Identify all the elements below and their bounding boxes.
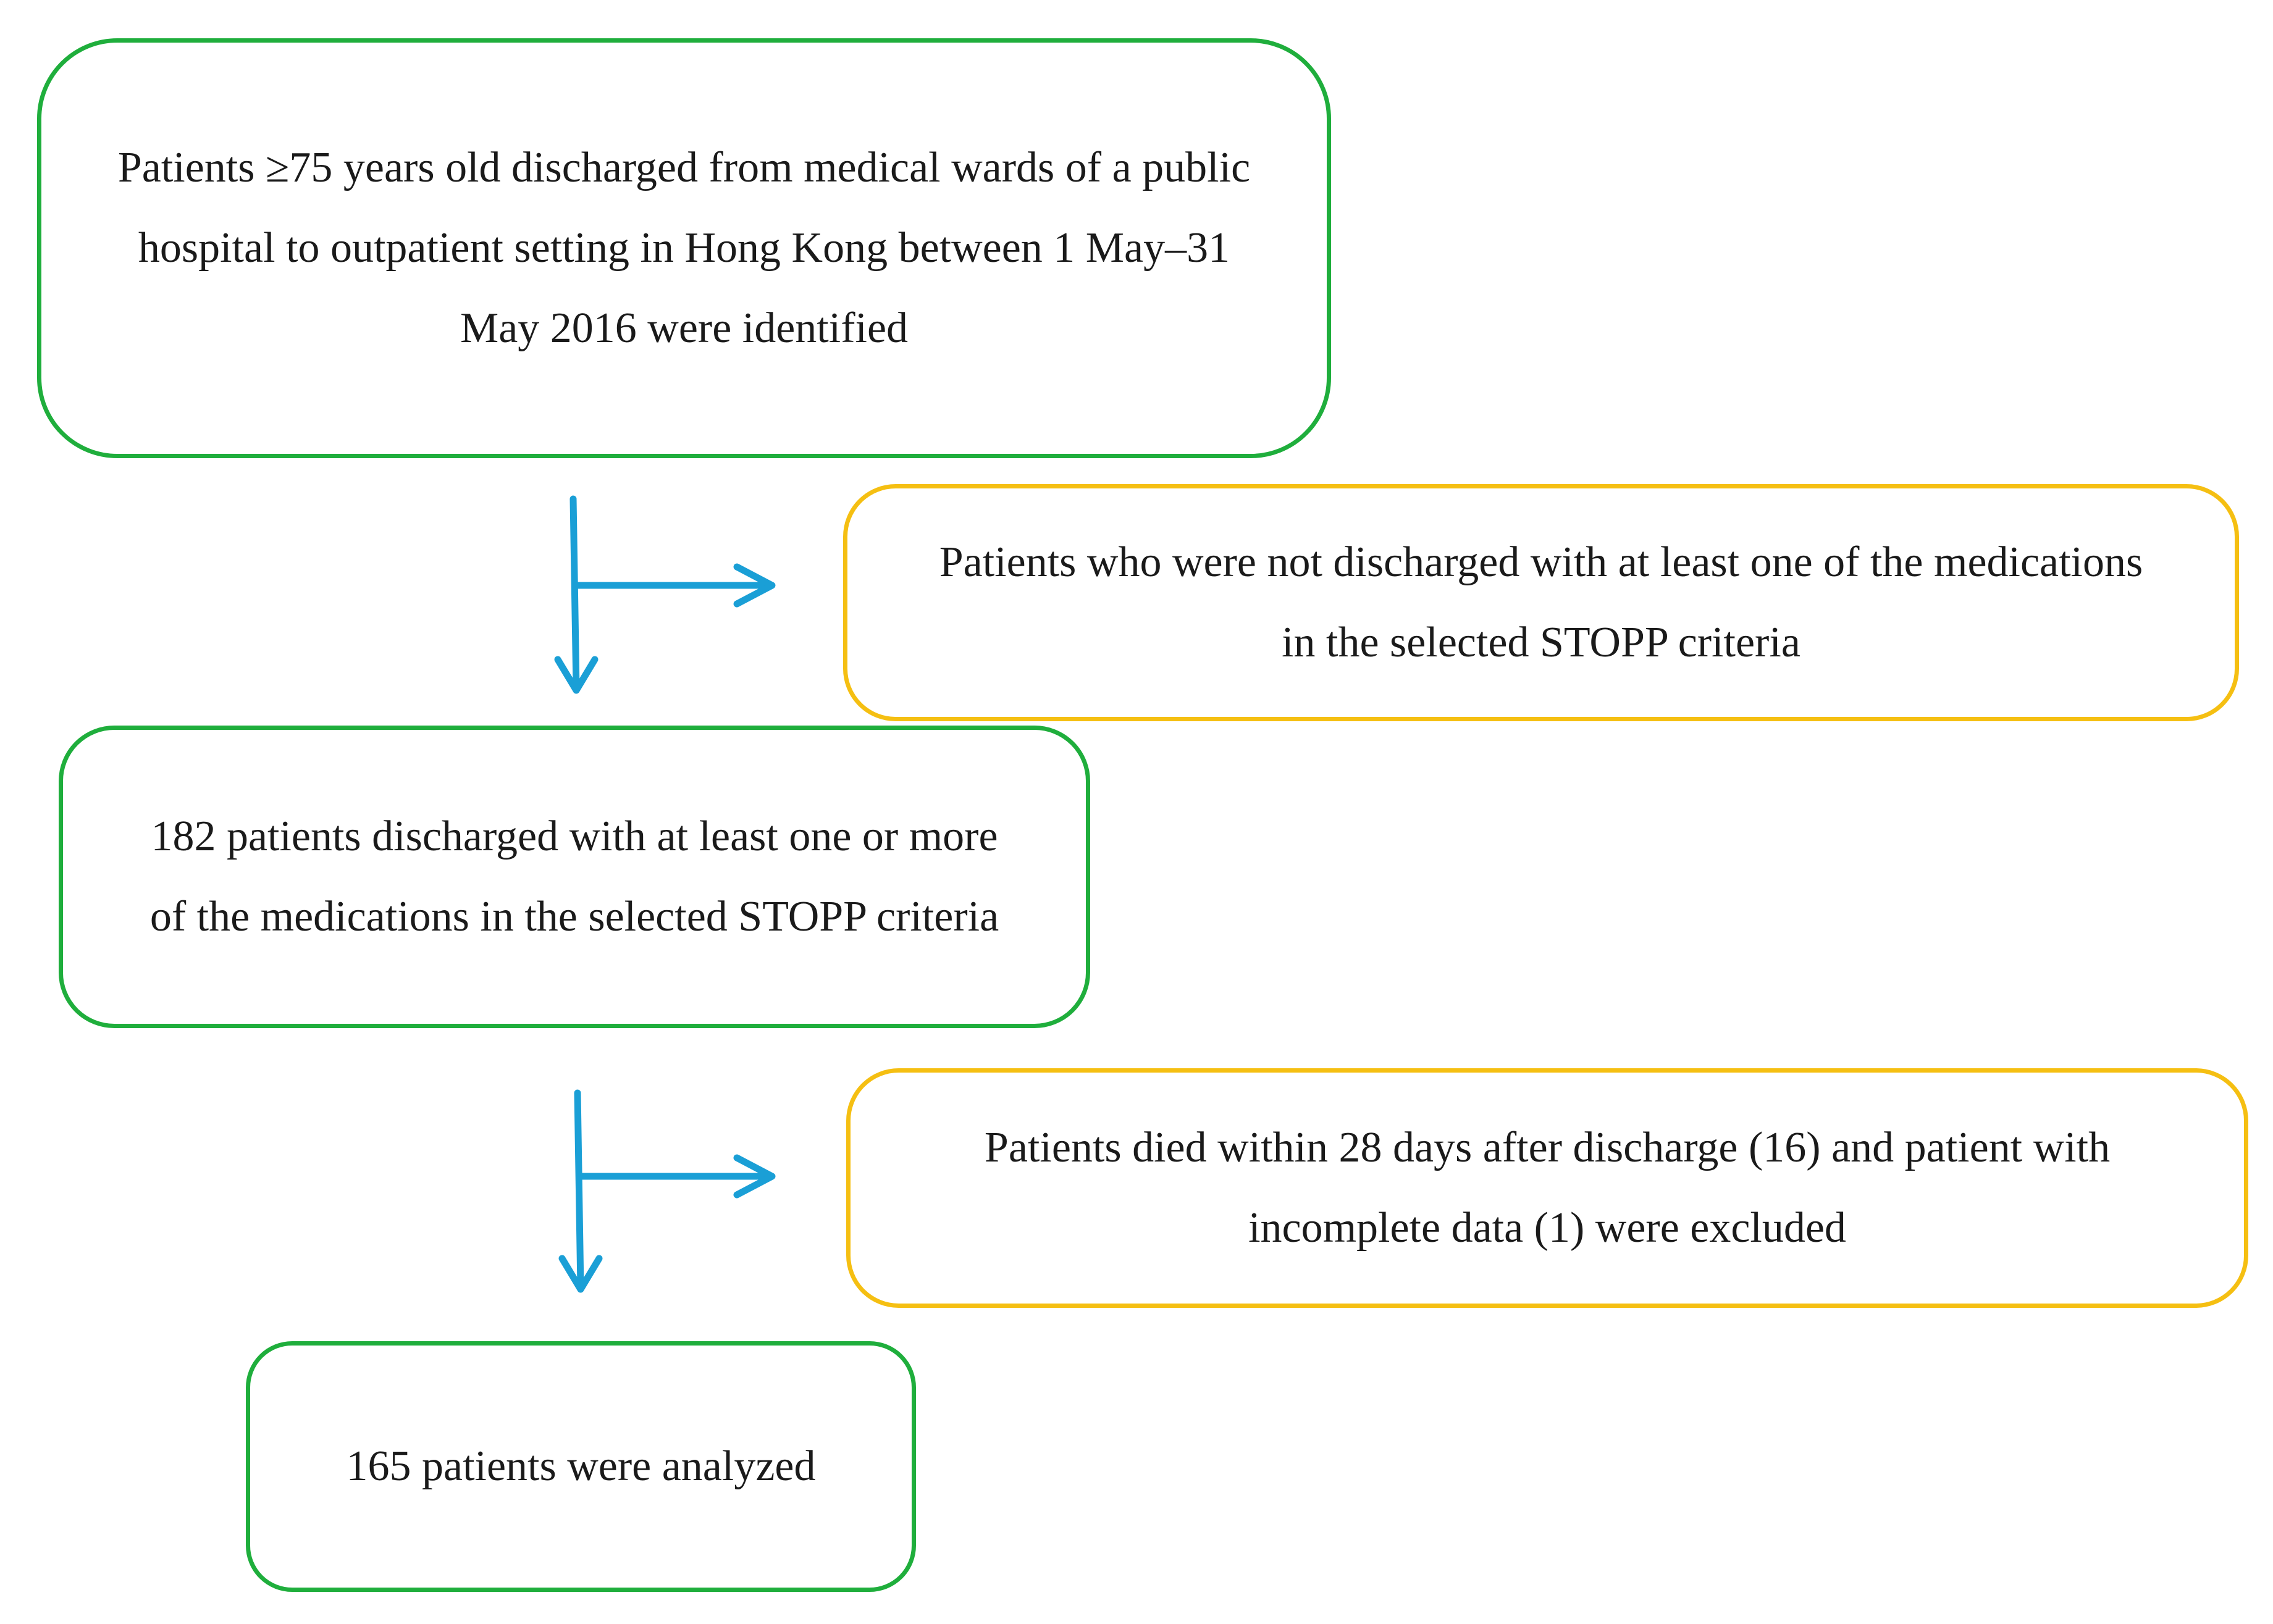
exclusion-1-box: Patients who were not discharged with at… [843,484,2239,721]
down-arrow-1 [554,495,599,694]
flow-step-1-text: Patients ≥75 years old discharged from m… [117,144,1251,352]
exclusion-2-text: Patients died within 28 days after disch… [984,1124,2111,1252]
flow-step-2-text: 182 patients discharged with at least on… [149,813,999,940]
down-arrow-2 [558,1089,603,1293]
flow-step-2-box: 182 patients discharged with at least on… [59,726,1090,1028]
flow-step-1-box: Patients ≥75 years old discharged from m… [37,38,1331,458]
exclusion-1-text: Patients who were not discharged with at… [939,538,2143,666]
flow-step-3-text: 165 patients were analyzed [346,1442,816,1490]
right-arrow-2 [577,1154,776,1199]
right-arrow-1 [573,563,776,608]
flow-step-3-box: 165 patients were analyzed [246,1341,916,1592]
exclusion-2-box: Patients died within 28 days after disch… [846,1068,2248,1308]
